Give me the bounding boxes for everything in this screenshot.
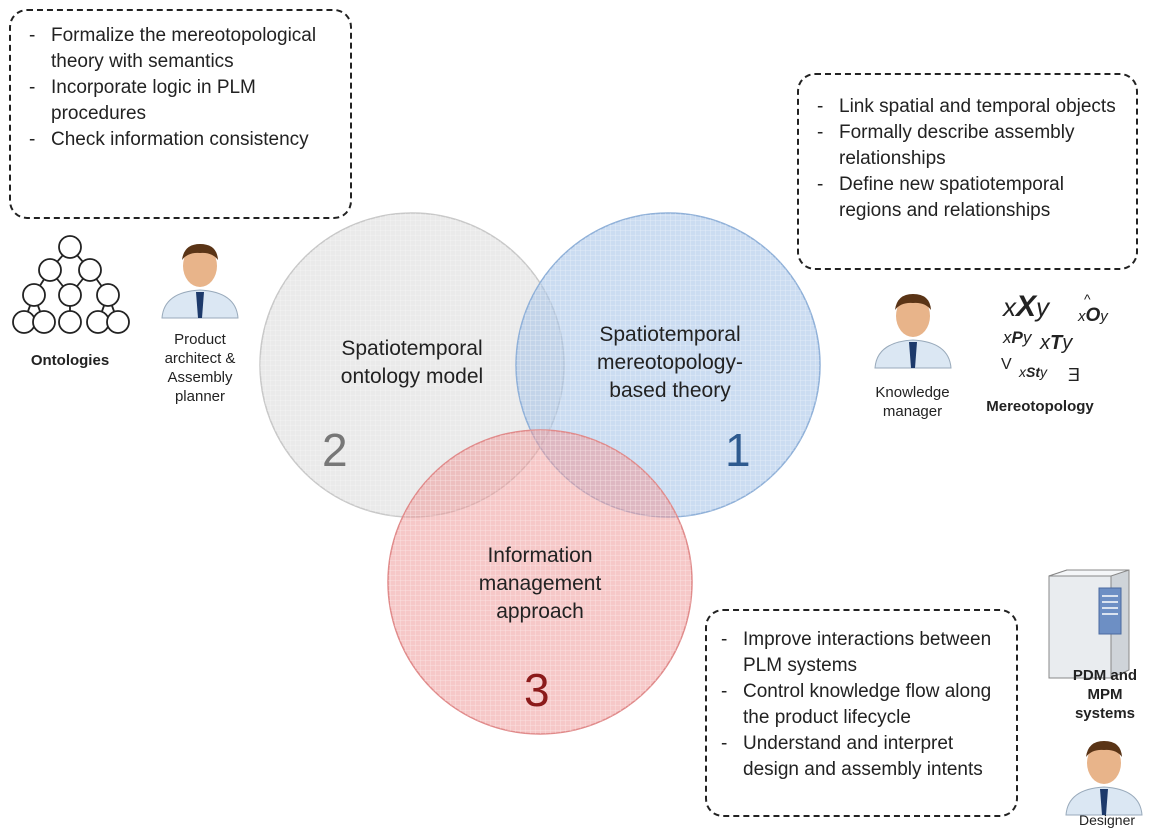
symbol-var: x [1040,332,1050,354]
goal-item: Formalize the mereotopological theory wi… [25,23,340,75]
goal-item: Formally describe assembly relationships [813,120,1128,172]
symbol-var: x [1078,308,1086,325]
theory-label: Spatiotemporal mereotopology-based theor… [597,323,743,402]
goals-box-theory: Link spatial and temporal objects Formal… [797,73,1138,270]
symbol-var: y [1022,328,1032,347]
symbol-var: x [1019,364,1026,380]
symbol-var: y [1100,308,1108,325]
ontology-model-label: Spatiotemporal ontology model [340,337,484,388]
symbol-var: x [1003,292,1016,322]
mereo-symbol: ^ [1084,291,1091,307]
mereo-symbol: xTy [1040,332,1072,355]
pdm-mpm-label: PDM and MPM systems [1072,667,1138,722]
goal-item: Control knowledge flow along the product… [717,679,1010,731]
mereo-symbol: xXy [1003,290,1049,324]
symbol-var: y [1040,364,1047,380]
mereo-symbol: xSty [1019,364,1047,380]
product-architect-label: Product architect & Assembly planner [164,331,236,405]
knowledge-manager-label: Knowledge manager [875,384,950,420]
mereo-symbol: Ǝ [1068,365,1081,385]
symbol-rel: X [1016,290,1037,323]
ontology-number: 2 [322,424,348,476]
person-icon [161,244,239,319]
symbol-var: y [1036,292,1050,322]
designer-label: Designer [1078,812,1136,828]
ontologies-label: Ontologies [30,352,110,369]
circle-management [387,429,693,735]
symbol-rel: St [1026,364,1040,380]
server-icon [1048,569,1130,679]
goal-item: Check information consistency [25,127,340,153]
goal-item: Link spatial and temporal objects [813,94,1128,120]
symbol-var: y [1062,332,1073,354]
goal-item: Improve interactions between PLM systems [717,627,1010,679]
goal-item: Understand and interpret design and asse… [717,731,1010,783]
theory-number: 1 [725,424,751,476]
management-number: 3 [524,664,550,716]
symbol-var: x [1003,328,1012,347]
mereotopology-label: Mereotopology [986,398,1094,415]
mereo-symbol: xOy [1078,305,1108,327]
person-icon [874,294,952,369]
goals-box-management: Improve interactions between PLM systems… [705,609,1018,817]
management-label: Information management approach [478,544,602,623]
symbol-rel: T [1050,332,1063,354]
goals-box-ontology: Formalize the mereotopological theory wi… [9,9,352,219]
mereo-symbol: xPy [1003,328,1031,348]
symbol-rel: O [1085,305,1101,326]
symbol-rel: P [1011,328,1023,347]
tree-icon [12,235,130,334]
person-icon [1065,741,1143,816]
goal-item: Incorporate logic in PLM procedures [25,75,340,127]
mereo-symbol: V [1001,356,1012,373]
goal-item: Define new spatiotemporal regions and re… [813,172,1128,224]
